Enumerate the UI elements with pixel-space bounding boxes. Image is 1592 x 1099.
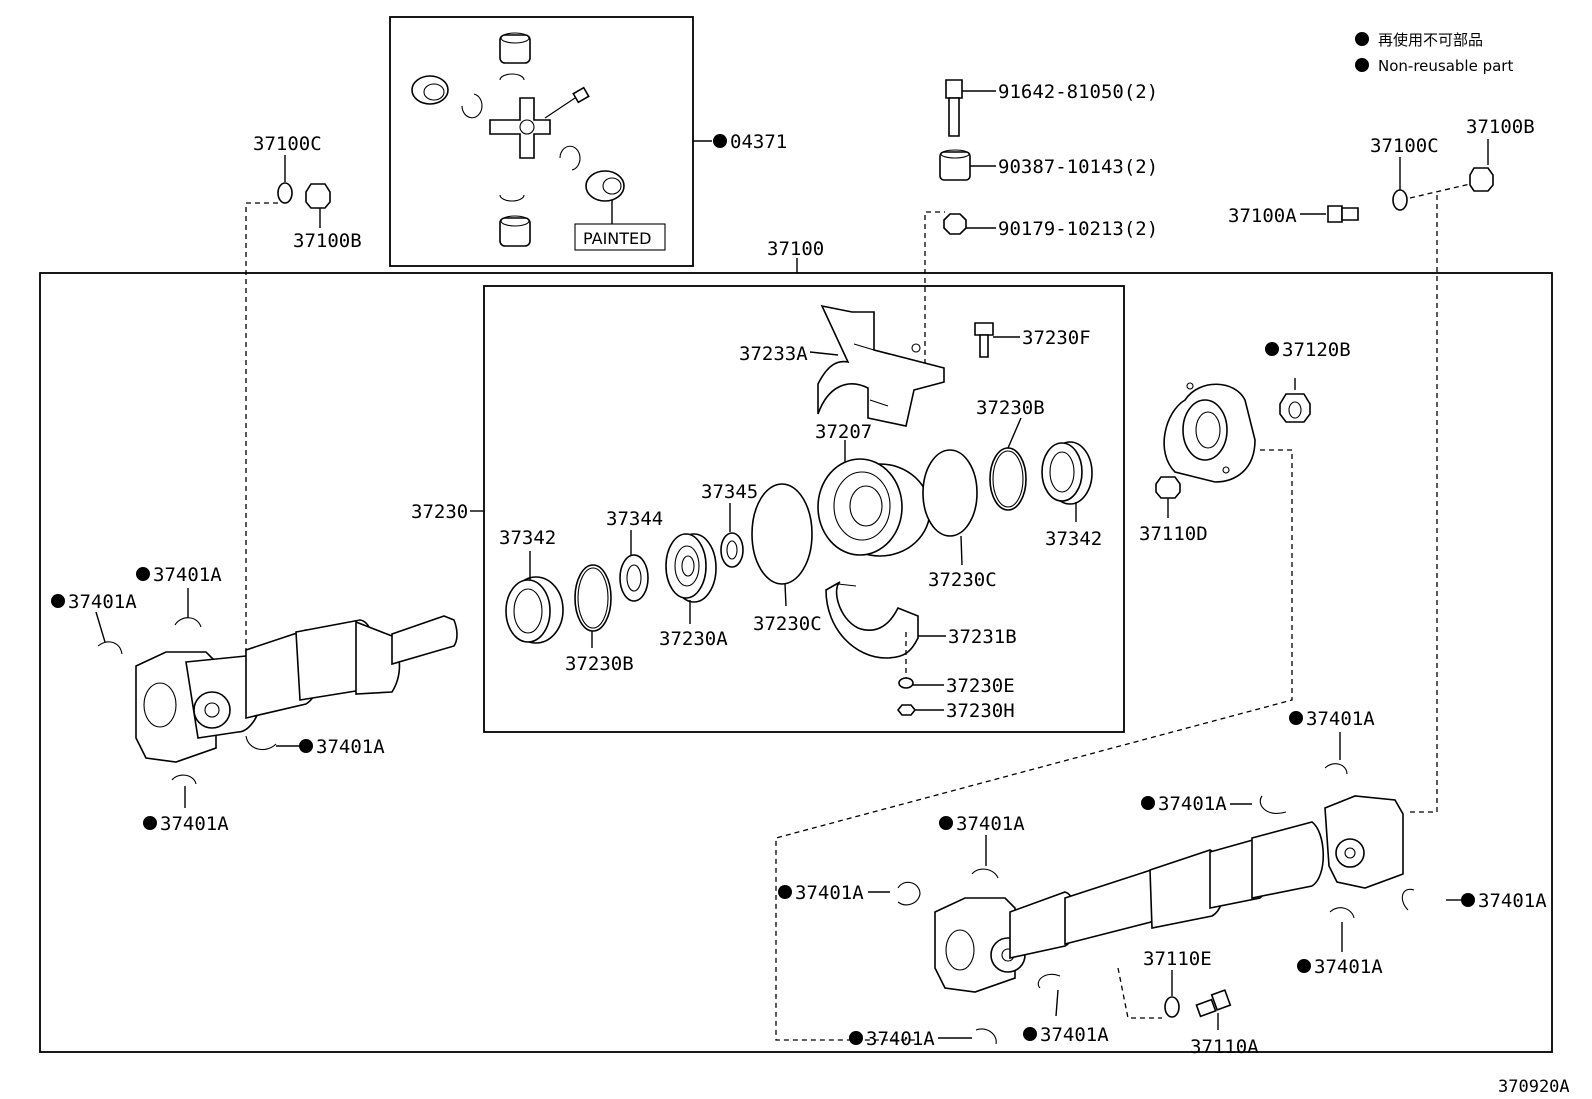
label-37120B: 37120B — [1282, 339, 1351, 361]
label-37345: 37345 — [701, 481, 758, 503]
label-37230B-top: 37230B — [976, 397, 1045, 419]
painted-label: PAINTED — [583, 229, 651, 248]
label-37230E: 37230E — [946, 675, 1015, 697]
label-37230C-mid: 37230C — [753, 613, 822, 635]
label-37230F: 37230F — [1022, 327, 1091, 349]
figure-code: 370920A — [1498, 1077, 1570, 1097]
non-reusable-dot-icon — [1461, 893, 1475, 907]
left-flange-hardware: 37100C 37100B — [245, 133, 362, 680]
cushion-37207 — [817, 458, 931, 557]
non-reusable-dot-icon — [1023, 1027, 1037, 1041]
rear-propeller-shaft — [934, 795, 1404, 993]
label-37230C-right: 37230C — [928, 569, 997, 591]
center-bearing-kit-frame — [483, 285, 1125, 733]
label-37401A: 37401A — [1158, 793, 1227, 815]
non-reusable-dot-icon — [1355, 32, 1369, 46]
label-37100A: 37100A — [1228, 205, 1297, 227]
label-91642-81050: 91642-81050(2) — [998, 81, 1158, 103]
label-37110A: 37110A — [1190, 1036, 1259, 1058]
label-37344: 37344 — [606, 508, 663, 530]
companion-flange — [1163, 382, 1256, 483]
non-reusable-dot-icon — [136, 567, 150, 581]
ujoint-kit-inset: PAINTED 04371 — [389, 16, 787, 267]
label-37100C-right: 37100C — [1370, 135, 1439, 157]
non-reusable-dot-icon — [1355, 58, 1369, 72]
label-37230: 37230 — [411, 501, 468, 523]
label-37207: 37207 — [815, 421, 872, 443]
non-reusable-dot-icon — [1265, 342, 1279, 356]
legend-jp: 再使用不可部品 — [1378, 31, 1483, 49]
label-37401A: 37401A — [1040, 1024, 1109, 1046]
non-reusable-dot-icon — [778, 885, 792, 899]
support-bracket-37233A — [817, 304, 945, 427]
label-37401A: 37401A — [153, 564, 222, 586]
assembly-37100-frame — [39, 272, 1553, 1053]
non-reusable-dot-icon — [299, 739, 313, 753]
label-37401A: 37401A — [316, 736, 385, 758]
label-37401A: 37401A — [956, 813, 1025, 835]
label-37230A: 37230A — [659, 628, 728, 650]
label-90387-10143: 90387-10143(2) — [998, 156, 1158, 178]
label-37230H: 37230H — [946, 700, 1015, 722]
label-37401A: 37401A — [866, 1028, 935, 1050]
label-37401A: 37401A — [68, 591, 137, 613]
label-90179-10213: 90179-10213(2) — [998, 218, 1158, 240]
label-37401A: 37401A — [795, 882, 864, 904]
label-37100: 37100 — [767, 238, 824, 260]
label-37401A: 37401A — [160, 813, 229, 835]
label-37342-left: 37342 — [499, 527, 556, 549]
right-flange-hardware: 37100B 37100C 37100A — [1228, 116, 1535, 813]
non-reusable-dot-icon — [143, 816, 157, 830]
label-37401A: 37401A — [1478, 890, 1547, 912]
label-04371: 04371 — [730, 131, 787, 153]
non-reusable-dot-icon — [1289, 711, 1303, 725]
label-37231B: 37231B — [948, 626, 1017, 648]
label-37100B-left: 37100B — [293, 230, 362, 252]
label-37401A: 37401A — [1306, 708, 1375, 730]
label-37100B-right: 37100B — [1466, 116, 1535, 138]
legend: 再使用不可部品 Non-reusable part — [1355, 31, 1513, 75]
label-37110E: 37110E — [1143, 948, 1212, 970]
label-37230B-bottom: 37230B — [565, 653, 634, 675]
non-reusable-dot-icon — [1141, 796, 1155, 810]
snap-ring-callouts: 37401A 37401A 37401A 37401A 37401A 37401… — [51, 564, 1547, 1050]
label-37401A: 37401A — [1314, 956, 1383, 978]
legend-en: Non-reusable part — [1378, 57, 1513, 75]
non-reusable-dot-icon — [939, 816, 953, 830]
label-37342-right: 37342 — [1045, 528, 1102, 550]
non-reusable-dot-icon — [51, 594, 65, 608]
non-reusable-dot-icon — [849, 1031, 863, 1045]
label-37110D: 37110D — [1139, 523, 1208, 545]
label-37100C-left: 37100C — [253, 133, 322, 155]
non-reusable-dot-icon — [1297, 959, 1311, 973]
front-propeller-shaft — [135, 615, 458, 763]
support-mount-hardware: 91642-81050(2) 90387-10143(2) 90179-1021… — [924, 79, 1158, 364]
non-reusable-dot-icon — [713, 134, 727, 148]
label-37233A: 37233A — [739, 343, 808, 365]
